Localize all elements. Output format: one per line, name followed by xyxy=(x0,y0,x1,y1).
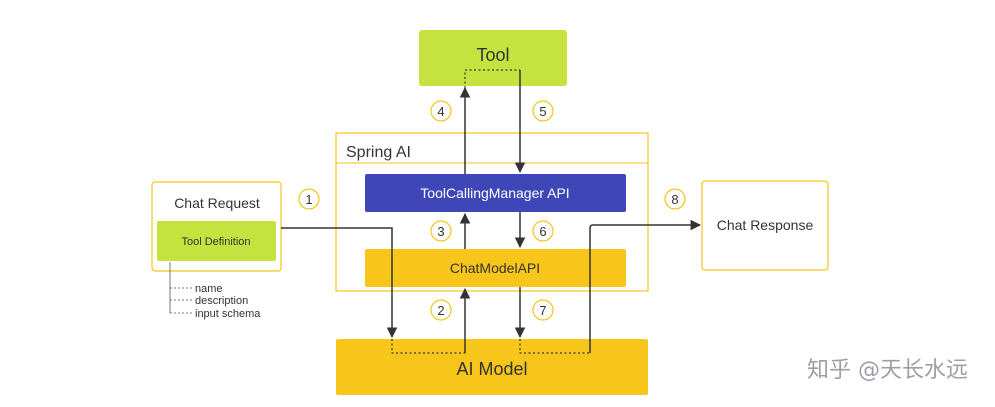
field-name: name xyxy=(195,283,223,295)
field-description: description xyxy=(195,295,248,307)
step-4-marker: 4 xyxy=(430,100,452,122)
chat-model-api-label: ChatModelAPI xyxy=(450,260,540,276)
tool-label: Tool xyxy=(476,45,509,65)
step-6-marker: 6 xyxy=(532,220,554,242)
ai-model-label: AI Model xyxy=(456,359,527,379)
chat-response-box: Chat Response xyxy=(701,180,829,271)
chat-request-label: Chat Request xyxy=(174,195,260,211)
spring-ai-label: Spring AI xyxy=(346,144,411,161)
flow-arrows xyxy=(281,70,702,353)
tool-box: Tool xyxy=(419,30,567,86)
svg-text:7: 7 xyxy=(539,303,546,318)
step-2-marker: 2 xyxy=(430,299,452,321)
step-markers: 1 2 3 4 5 6 7 8 xyxy=(298,100,686,321)
step-3-marker: 3 xyxy=(430,220,452,242)
svg-text:1: 1 xyxy=(305,192,312,207)
svg-text:6: 6 xyxy=(539,224,546,239)
arrow-step-8 xyxy=(589,219,702,353)
chat-request-box: Chat Request Tool Definition xyxy=(151,181,282,272)
tool-definition-label: Tool Definition xyxy=(181,236,250,248)
svg-text:3: 3 xyxy=(437,224,444,239)
tool-definition-fields: name description input schema xyxy=(169,262,261,320)
tool-calling-manager-box: ToolCallingManager API xyxy=(365,174,626,212)
svg-text:5: 5 xyxy=(539,104,546,119)
chat-model-api-box: ChatModelAPI xyxy=(365,249,626,287)
watermark-text: 知乎 @天长水远 xyxy=(807,358,968,383)
svg-text:4: 4 xyxy=(437,104,444,119)
tool-definition-box xyxy=(157,221,276,261)
svg-text:8: 8 xyxy=(671,192,678,207)
svg-text:2: 2 xyxy=(437,303,444,318)
step-1-marker: 1 xyxy=(298,188,320,210)
step-8-marker: 8 xyxy=(664,188,686,210)
field-input-schema: input schema xyxy=(195,308,261,320)
chat-response-label: Chat Response xyxy=(717,217,814,233)
arrow-step-1 xyxy=(281,227,398,339)
ai-model-box: AI Model xyxy=(336,339,648,395)
step-5-marker: 5 xyxy=(532,100,554,122)
tool-calling-manager-label: ToolCallingManager API xyxy=(420,185,569,201)
step-7-marker: 7 xyxy=(532,299,554,321)
internal-dotted-paths xyxy=(391,69,590,354)
